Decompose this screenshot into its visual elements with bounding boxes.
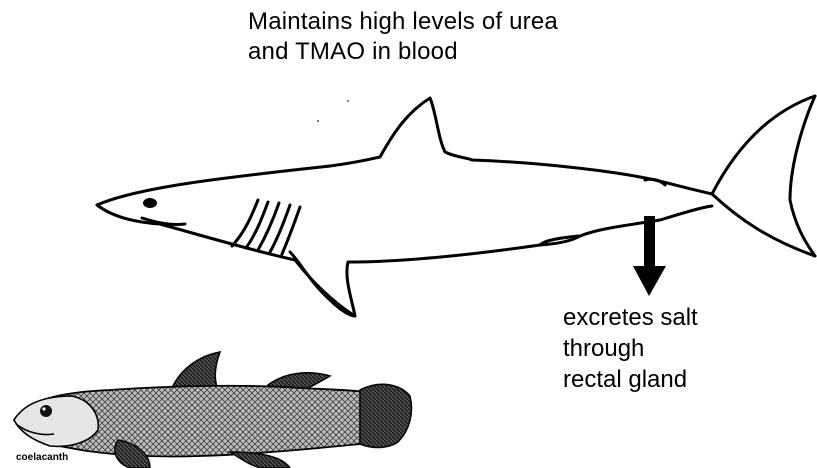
salt-annotation-line-2: through bbox=[563, 335, 644, 363]
coelacanth-eye bbox=[40, 405, 52, 417]
coelacanth-pelvic-fin bbox=[230, 452, 290, 468]
salt-annotation-line-1: excretes salt bbox=[563, 304, 698, 332]
coelacanth-label: coelacanth bbox=[16, 452, 68, 464]
coelacanth-head bbox=[14, 396, 98, 446]
salt-annotation-line-3: rectal gland bbox=[563, 366, 687, 394]
urea-annotation-line-2: and TMAO in blood bbox=[248, 38, 458, 66]
coelacanth-dorsal-fin bbox=[172, 352, 220, 390]
urea-annotation-line-1: Maintains high levels of urea bbox=[248, 8, 558, 36]
coelacanth-tail bbox=[360, 384, 412, 447]
